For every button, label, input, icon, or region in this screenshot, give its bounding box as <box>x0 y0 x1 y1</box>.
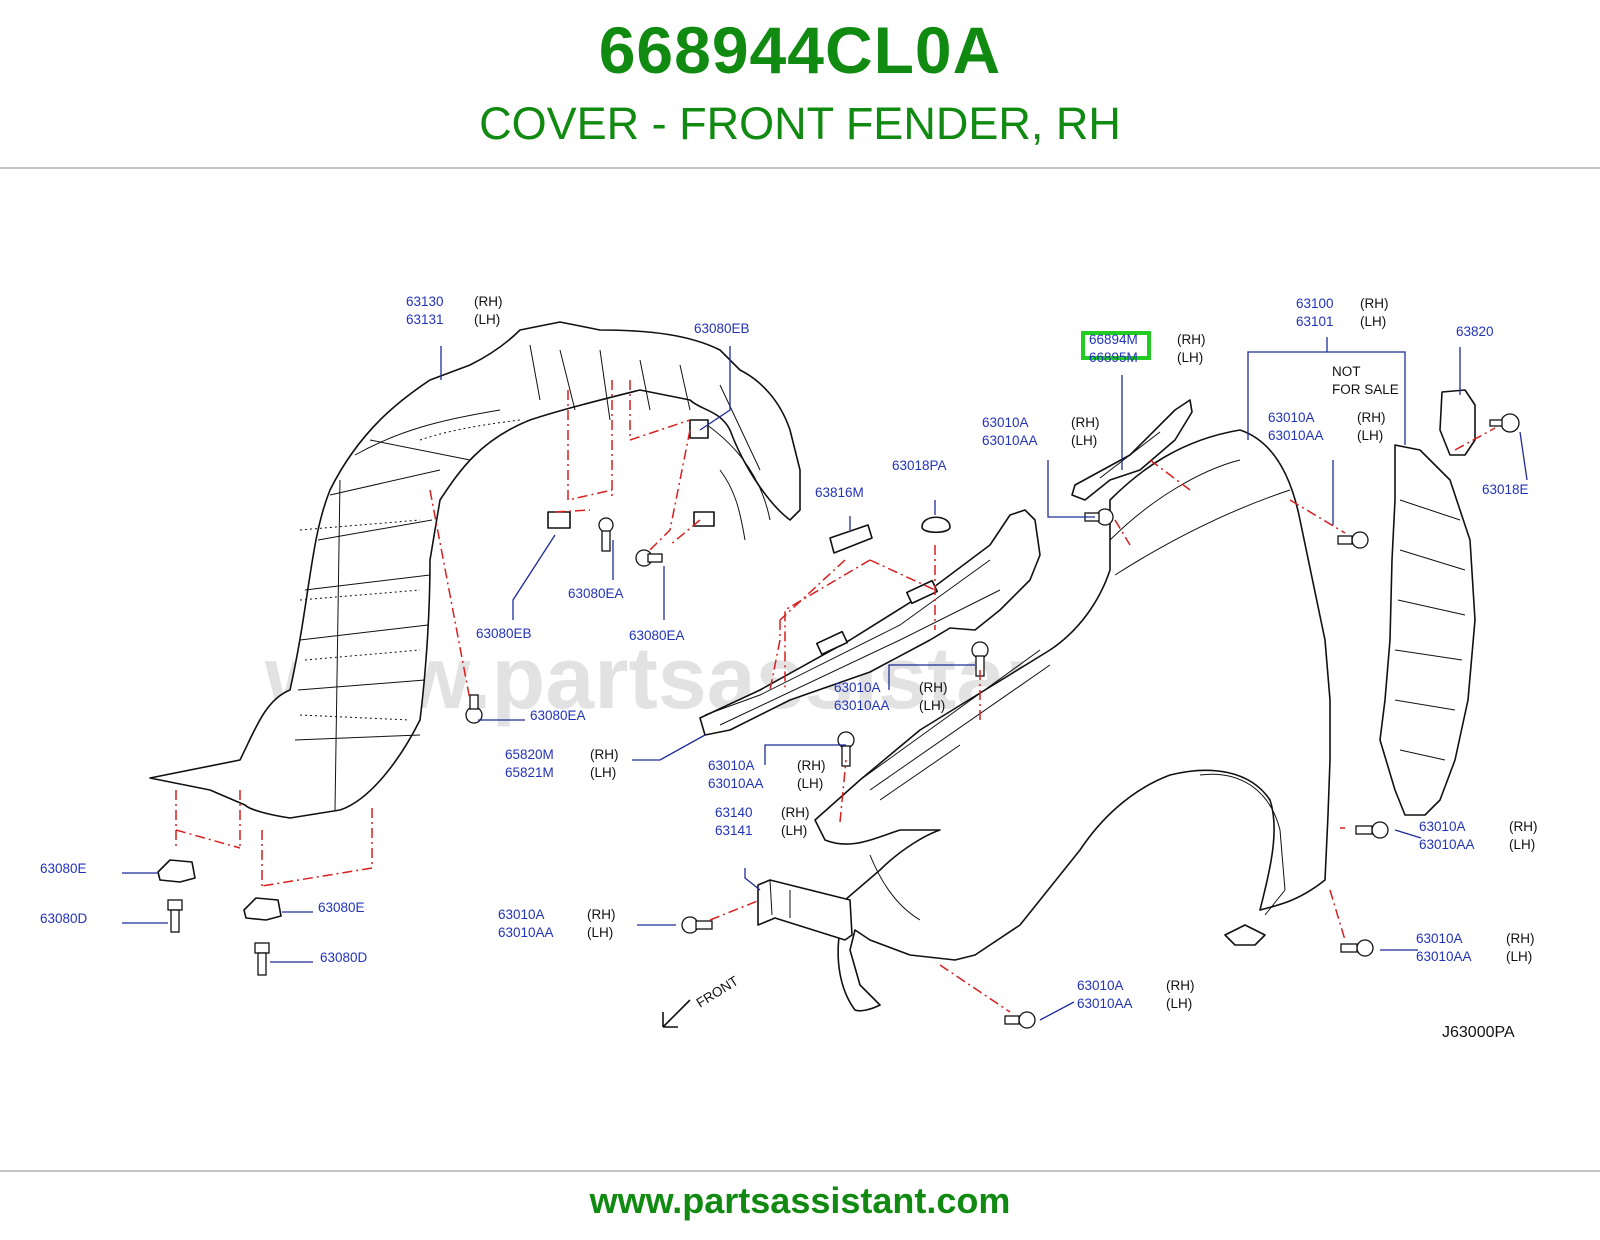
part-number-label[interactable]: 63010A <box>1268 410 1315 425</box>
part-number-label[interactable]: 63101 <box>1296 314 1334 329</box>
part-number-label[interactable]: 63080EA <box>629 628 685 643</box>
header: 668944CL0A COVER - FRONT FENDER, RH <box>0 0 1600 168</box>
side-label: (LH) <box>781 823 807 838</box>
part-number-label[interactable]: 63010AA <box>1077 996 1133 1011</box>
side-label: (LH) <box>590 765 616 780</box>
part-number-label[interactable]: 63141 <box>715 823 753 838</box>
side-label: (RH) <box>1357 410 1386 425</box>
side-label: (RH) <box>587 907 616 922</box>
part-number-label[interactable]: 63080D <box>40 911 88 926</box>
diagram-code: J63000PA <box>1442 1024 1515 1041</box>
side-label: (LH) <box>1166 996 1192 1011</box>
side-label: (LH) <box>1357 428 1383 443</box>
side-label: (RH) <box>590 747 619 762</box>
side-label: (LH) <box>1509 837 1535 852</box>
footer-url: www.partsassistant.com <box>589 1180 1011 1221</box>
front-direction-arrow: FRONT <box>662 973 741 1028</box>
side-label: (RH) <box>1177 332 1206 347</box>
clips-drawing <box>157 859 282 921</box>
part-number-label[interactable]: 63100 <box>1296 296 1334 311</box>
part-number-label[interactable]: 63010AA <box>498 925 554 940</box>
part-number-label[interactable]: 63820 <box>1456 324 1494 339</box>
part-number-label[interactable]: 63018E <box>1482 482 1529 497</box>
side-label: (RH) <box>1166 978 1195 993</box>
side-label: (LH) <box>474 312 500 327</box>
part-labels: 63130 (RH) 63131 (LH) 63080EB 66894M (RH) 66895… <box>40 294 1538 1011</box>
side-seal-drawing <box>1379 389 1476 816</box>
side-label: (LH) <box>1177 350 1203 365</box>
front-label: FRONT <box>694 973 741 1010</box>
highlight-box <box>1081 331 1151 360</box>
part-number-label[interactable]: 63010AA <box>1268 428 1324 443</box>
side-label: (LH) <box>1360 314 1386 329</box>
part-number-label[interactable]: 63010A <box>834 680 881 695</box>
part-number-label[interactable]: 63131 <box>406 312 444 327</box>
part-number-label[interactable]: 63010A <box>498 907 545 922</box>
part-number: 668944CL0A <box>598 13 1002 87</box>
header-divider <box>0 167 1600 169</box>
front-fender-drawing <box>814 429 1331 1012</box>
side-label: (RH) <box>1509 819 1538 834</box>
part-number-label[interactable]: 63018PA <box>892 458 947 473</box>
side-label: (RH) <box>1071 415 1100 430</box>
bracket-drawing <box>757 879 853 941</box>
part-title: COVER - FRONT FENDER, RH <box>479 98 1121 149</box>
side-label: (RH) <box>919 680 948 695</box>
part-number-label[interactable]: 63010A <box>708 758 755 773</box>
part-number-label[interactable]: 63080EB <box>694 321 750 336</box>
footer-divider <box>0 1170 1600 1172</box>
side-label: (LH) <box>797 776 823 791</box>
part-number-label[interactable]: 63816M <box>815 485 864 500</box>
part-number-label[interactable]: 63010AA <box>834 698 890 713</box>
part-number-label[interactable]: 63010A <box>1416 931 1463 946</box>
parts-diagram: www.partsassistant.com <box>40 294 1538 1041</box>
side-label: (LH) <box>1071 433 1097 448</box>
part-number-label[interactable]: 66894M <box>1089 332 1138 347</box>
side-label: (RH) <box>781 805 810 820</box>
part-number-label[interactable]: 63080E <box>40 861 87 876</box>
part-number-label[interactable]: 63140 <box>715 805 753 820</box>
not-for-sale-line-2: FOR SALE <box>1332 382 1399 397</box>
part-number-label[interactable]: 63080E <box>318 900 365 915</box>
part-number-label[interactable]: 63130 <box>406 294 444 309</box>
side-label: (LH) <box>587 925 613 940</box>
fender-cover-drawing <box>1071 399 1193 501</box>
assembly-lines <box>175 380 1496 1013</box>
part-number-label[interactable]: 65821M <box>505 765 554 780</box>
side-label: (RH) <box>797 758 826 773</box>
side-label: (RH) <box>1506 931 1535 946</box>
part-number-label[interactable]: 63080EA <box>530 708 586 723</box>
side-label: (LH) <box>919 698 945 713</box>
part-number-label[interactable]: 65820M <box>505 747 554 762</box>
part-number-label[interactable]: 63010A <box>1077 978 1124 993</box>
part-number-label[interactable]: 63080EB <box>476 626 532 641</box>
part-number-label[interactable]: 63010AA <box>708 776 764 791</box>
part-number-label[interactable]: 63010AA <box>982 433 1038 448</box>
part-number-label[interactable]: 63010AA <box>1416 949 1472 964</box>
side-label: (LH) <box>1506 949 1532 964</box>
side-label: (RH) <box>474 294 503 309</box>
fender-liner-drawing <box>149 321 801 819</box>
part-number-label[interactable]: 63010A <box>982 415 1029 430</box>
part-number-label[interactable]: 63010A <box>1419 819 1466 834</box>
part-number-label[interactable]: 63010AA <box>1419 837 1475 852</box>
part-number-label[interactable]: 66895M <box>1089 350 1138 365</box>
not-for-sale-line-1: NOT <box>1332 364 1361 379</box>
side-label: (RH) <box>1360 296 1389 311</box>
part-number-label[interactable]: 63080D <box>320 950 368 965</box>
part-number-label[interactable]: 63080EA <box>568 586 624 601</box>
leader-lines <box>122 337 1528 1021</box>
